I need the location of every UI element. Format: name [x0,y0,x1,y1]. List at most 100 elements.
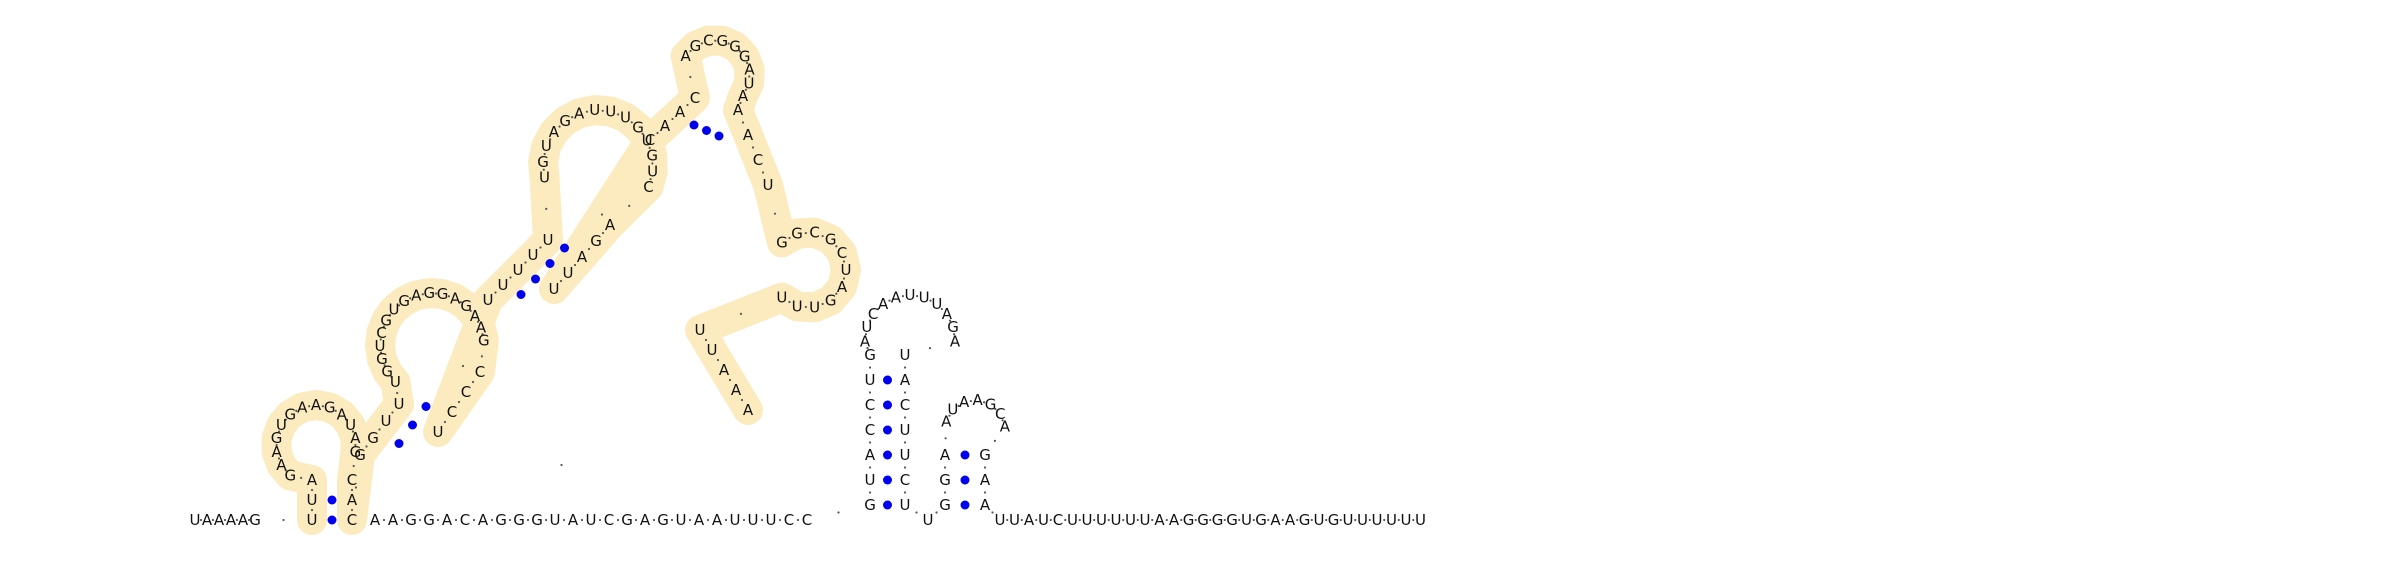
nucleotide-U: U [923,511,934,529]
backbone-link [957,404,960,407]
backbone-link [277,457,281,460]
backbone-link [544,518,548,522]
nucleotide-A: A [549,123,560,141]
nucleotide-A: A [891,288,902,306]
backbone-layer [199,39,1415,522]
backbone-link [868,319,872,322]
backbone-link [835,245,838,248]
base-pair-dot [531,274,540,284]
nucleotide-G: G [1226,511,1238,529]
backbone-link [400,518,404,522]
base-pair-dot [689,120,699,130]
nucleotide-U: U [900,421,911,439]
nucleotide-A: A [478,511,489,529]
backbone-link [471,380,475,384]
backbone-link [300,476,303,479]
nucleotide-A: A [238,511,249,529]
backbone-link [903,366,907,369]
backbone-link [1238,518,1241,522]
base-pair-dot [883,425,892,435]
backbone-link [903,416,907,419]
nucleotide-U: U [543,231,554,249]
nucleotide-G: G [947,318,959,336]
backbone-link [778,518,782,522]
backbone-link [1122,518,1125,522]
nucleotide-G: G [939,496,951,514]
nucleotide-A: A [574,104,585,122]
nucleotide-U: U [483,291,494,309]
nucleotide-C: C [461,383,471,401]
nucleotide-C: C [1053,511,1063,529]
nucleotide-A: A [733,101,744,119]
backbone-link [391,411,394,414]
backbone-link [944,437,947,440]
backbone-link [199,518,203,522]
nucleotide-A: A [640,511,651,529]
nucleotide-C: C [460,511,470,529]
backbone-link [1194,518,1197,522]
backbone-link [559,279,563,283]
nucleotide-G: G [1183,511,1195,529]
backbone-link [651,162,654,165]
backbone-link [481,333,484,336]
nucleotide-A: A [942,305,953,323]
nucleotide-G: G [864,346,876,364]
nucleotide-U: U [1241,511,1252,529]
backbone-link [354,486,358,489]
nucleotide-C: C [447,403,457,421]
backbone-link [700,42,703,45]
backbone-link [378,428,381,431]
backbone-link [598,518,602,522]
backbone-link [739,312,743,315]
backbone-link [724,518,728,522]
backbone-link [748,75,751,78]
backbone-link [1252,518,1255,522]
backbone-link [443,420,447,424]
backbone-link [714,39,717,42]
backbone-link [543,152,546,156]
backbone-link [352,464,355,468]
backbone-link [334,409,337,412]
backbone-link [461,364,465,368]
nucleotide-G: G [776,233,788,251]
backbone-link [983,491,987,494]
backbone-link [744,88,748,91]
backbone-link [877,307,880,311]
backbone-link [994,408,997,411]
backbone-link [454,518,458,522]
nucleotide-G: G [249,511,261,529]
backbone-link [821,302,824,306]
backbone-link [821,234,824,238]
nucleotide-A: A [577,248,588,266]
nucleotide-G: G [590,232,602,250]
backbone-link [915,295,919,298]
backbone-link [630,121,633,124]
nucleotide-A: A [731,381,742,399]
backbone-link [1223,518,1226,522]
backbone-link [601,231,605,235]
nucleotide-C: C [475,363,485,381]
backbone-link [1354,518,1357,522]
backbone-link [350,508,354,512]
base-pair-dot [714,131,724,141]
nucleotide-U: U [190,511,201,529]
backbone-link [835,292,838,295]
backbone-link [866,347,869,350]
nucleotide-G: G [513,511,525,529]
nucleotide-U: U [776,289,787,307]
nucleotide-G: G [825,231,837,249]
nucleotide-U: U [1314,511,1325,529]
backbone-link [382,518,386,522]
nucleotide-G: G [537,153,549,171]
backbone-link [804,305,807,309]
nucleotide-G: G [376,350,388,368]
nucleotide-C: C [784,511,794,529]
backbone-link [948,414,951,417]
nucleotide-G: G [985,395,997,413]
nucleotide-A: A [388,511,399,529]
backbone-link [310,488,314,492]
backbone-link [282,518,285,522]
base-pair-dot [883,450,892,460]
backbone-link [223,518,227,522]
